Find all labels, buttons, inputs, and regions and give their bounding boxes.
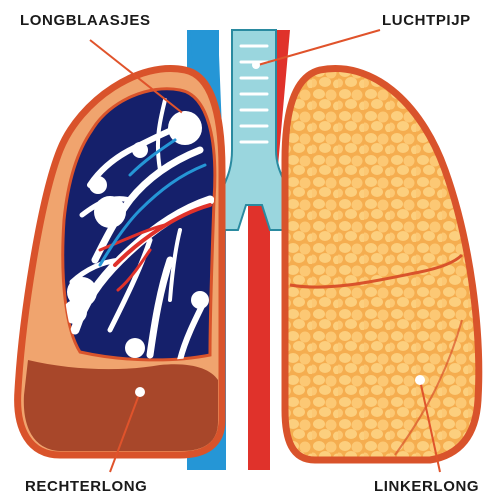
right-lung-base — [24, 360, 218, 451]
dot-right-lung — [135, 387, 145, 397]
label-trachea: LUCHTPIJP — [382, 12, 471, 29]
label-right-lung: RECHTERLONG — [25, 478, 147, 495]
dot-trachea — [252, 61, 260, 69]
dot-alveoli — [181, 111, 189, 119]
label-alveoli: LONGBLAASJES — [20, 12, 151, 29]
dot-left-lung — [415, 375, 425, 385]
label-left-lung: LINKERLONG — [374, 478, 479, 495]
